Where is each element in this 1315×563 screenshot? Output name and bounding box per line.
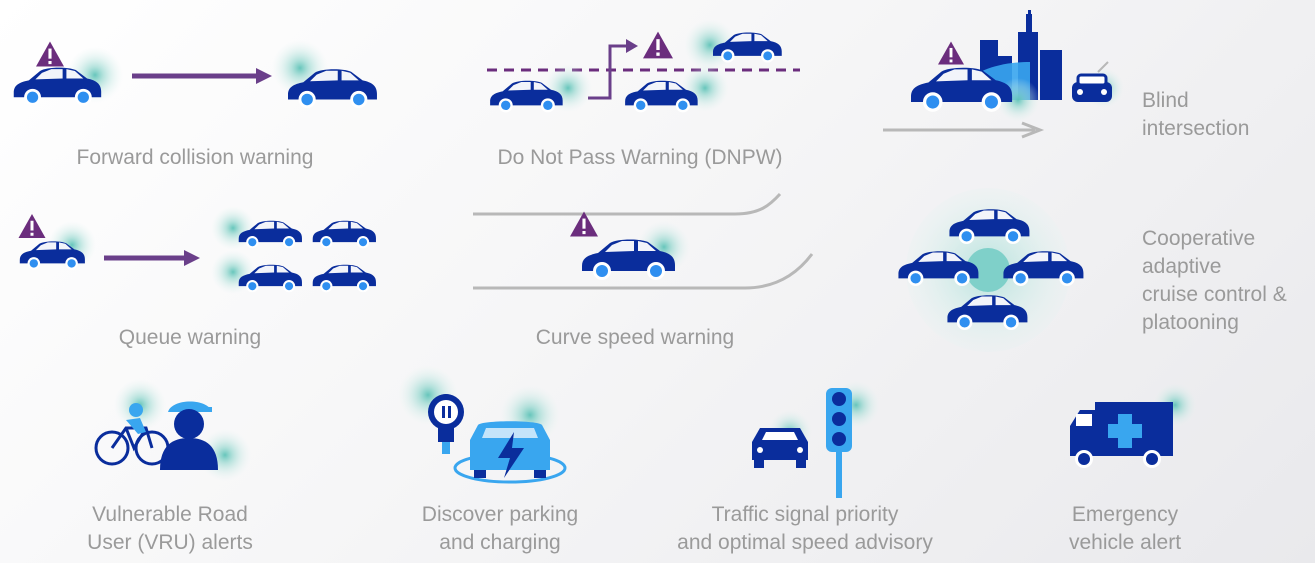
dnpw-label: Do Not Pass Warning (DNPW)	[497, 146, 783, 169]
blind-intersection-illustration	[883, 10, 1124, 139]
forward-collision-label: Forward collision warning	[76, 146, 314, 169]
arrow-icon	[588, 44, 628, 100]
vru-label: Vulnerable Road User (VRU) alerts	[87, 503, 253, 554]
ambulance-icon	[1070, 383, 1197, 468]
parking-charging-illustration	[398, 365, 567, 484]
ev-charging-icon	[470, 421, 550, 478]
curve-speed-label: Curve speed warning	[535, 326, 735, 349]
forward-collision-illustration	[13, 40, 377, 109]
warning-triangle-icon	[36, 41, 64, 67]
dnpw-illustration	[487, 19, 800, 113]
car-icon	[312, 220, 376, 249]
curve-speed-illustration	[473, 192, 814, 290]
traffic-light-icon	[826, 388, 852, 498]
queue-warning-label: Queue warning	[118, 326, 262, 349]
traffic-signal-label: Traffic signal priority and optimal spee…	[677, 503, 933, 554]
car-icon	[1072, 82, 1112, 102]
cacc-illustration	[898, 188, 1084, 352]
warning-triangle-icon	[18, 214, 46, 238]
parking-meter-icon	[428, 394, 464, 454]
warning-triangle-icon	[938, 41, 964, 65]
parking-charging-label: Discover parking and charging	[421, 503, 579, 554]
car-icon	[312, 264, 376, 293]
bicycle-icon	[94, 426, 170, 466]
blind-intersection-label: Blind intersection	[1142, 89, 1250, 140]
pedestrian-icon	[160, 401, 218, 470]
cacc-label: Cooperative adaptive cruise control & pl…	[1142, 227, 1287, 334]
car-icon	[752, 428, 808, 468]
emergency-vehicle-label: Emergency vehicle alert	[1068, 503, 1182, 554]
traffic-signal-illustration	[752, 381, 880, 498]
vru-illustration	[94, 379, 251, 481]
warning-triangle-icon	[643, 31, 673, 59]
queue-warning-illustration	[18, 206, 376, 294]
road	[473, 192, 782, 216]
